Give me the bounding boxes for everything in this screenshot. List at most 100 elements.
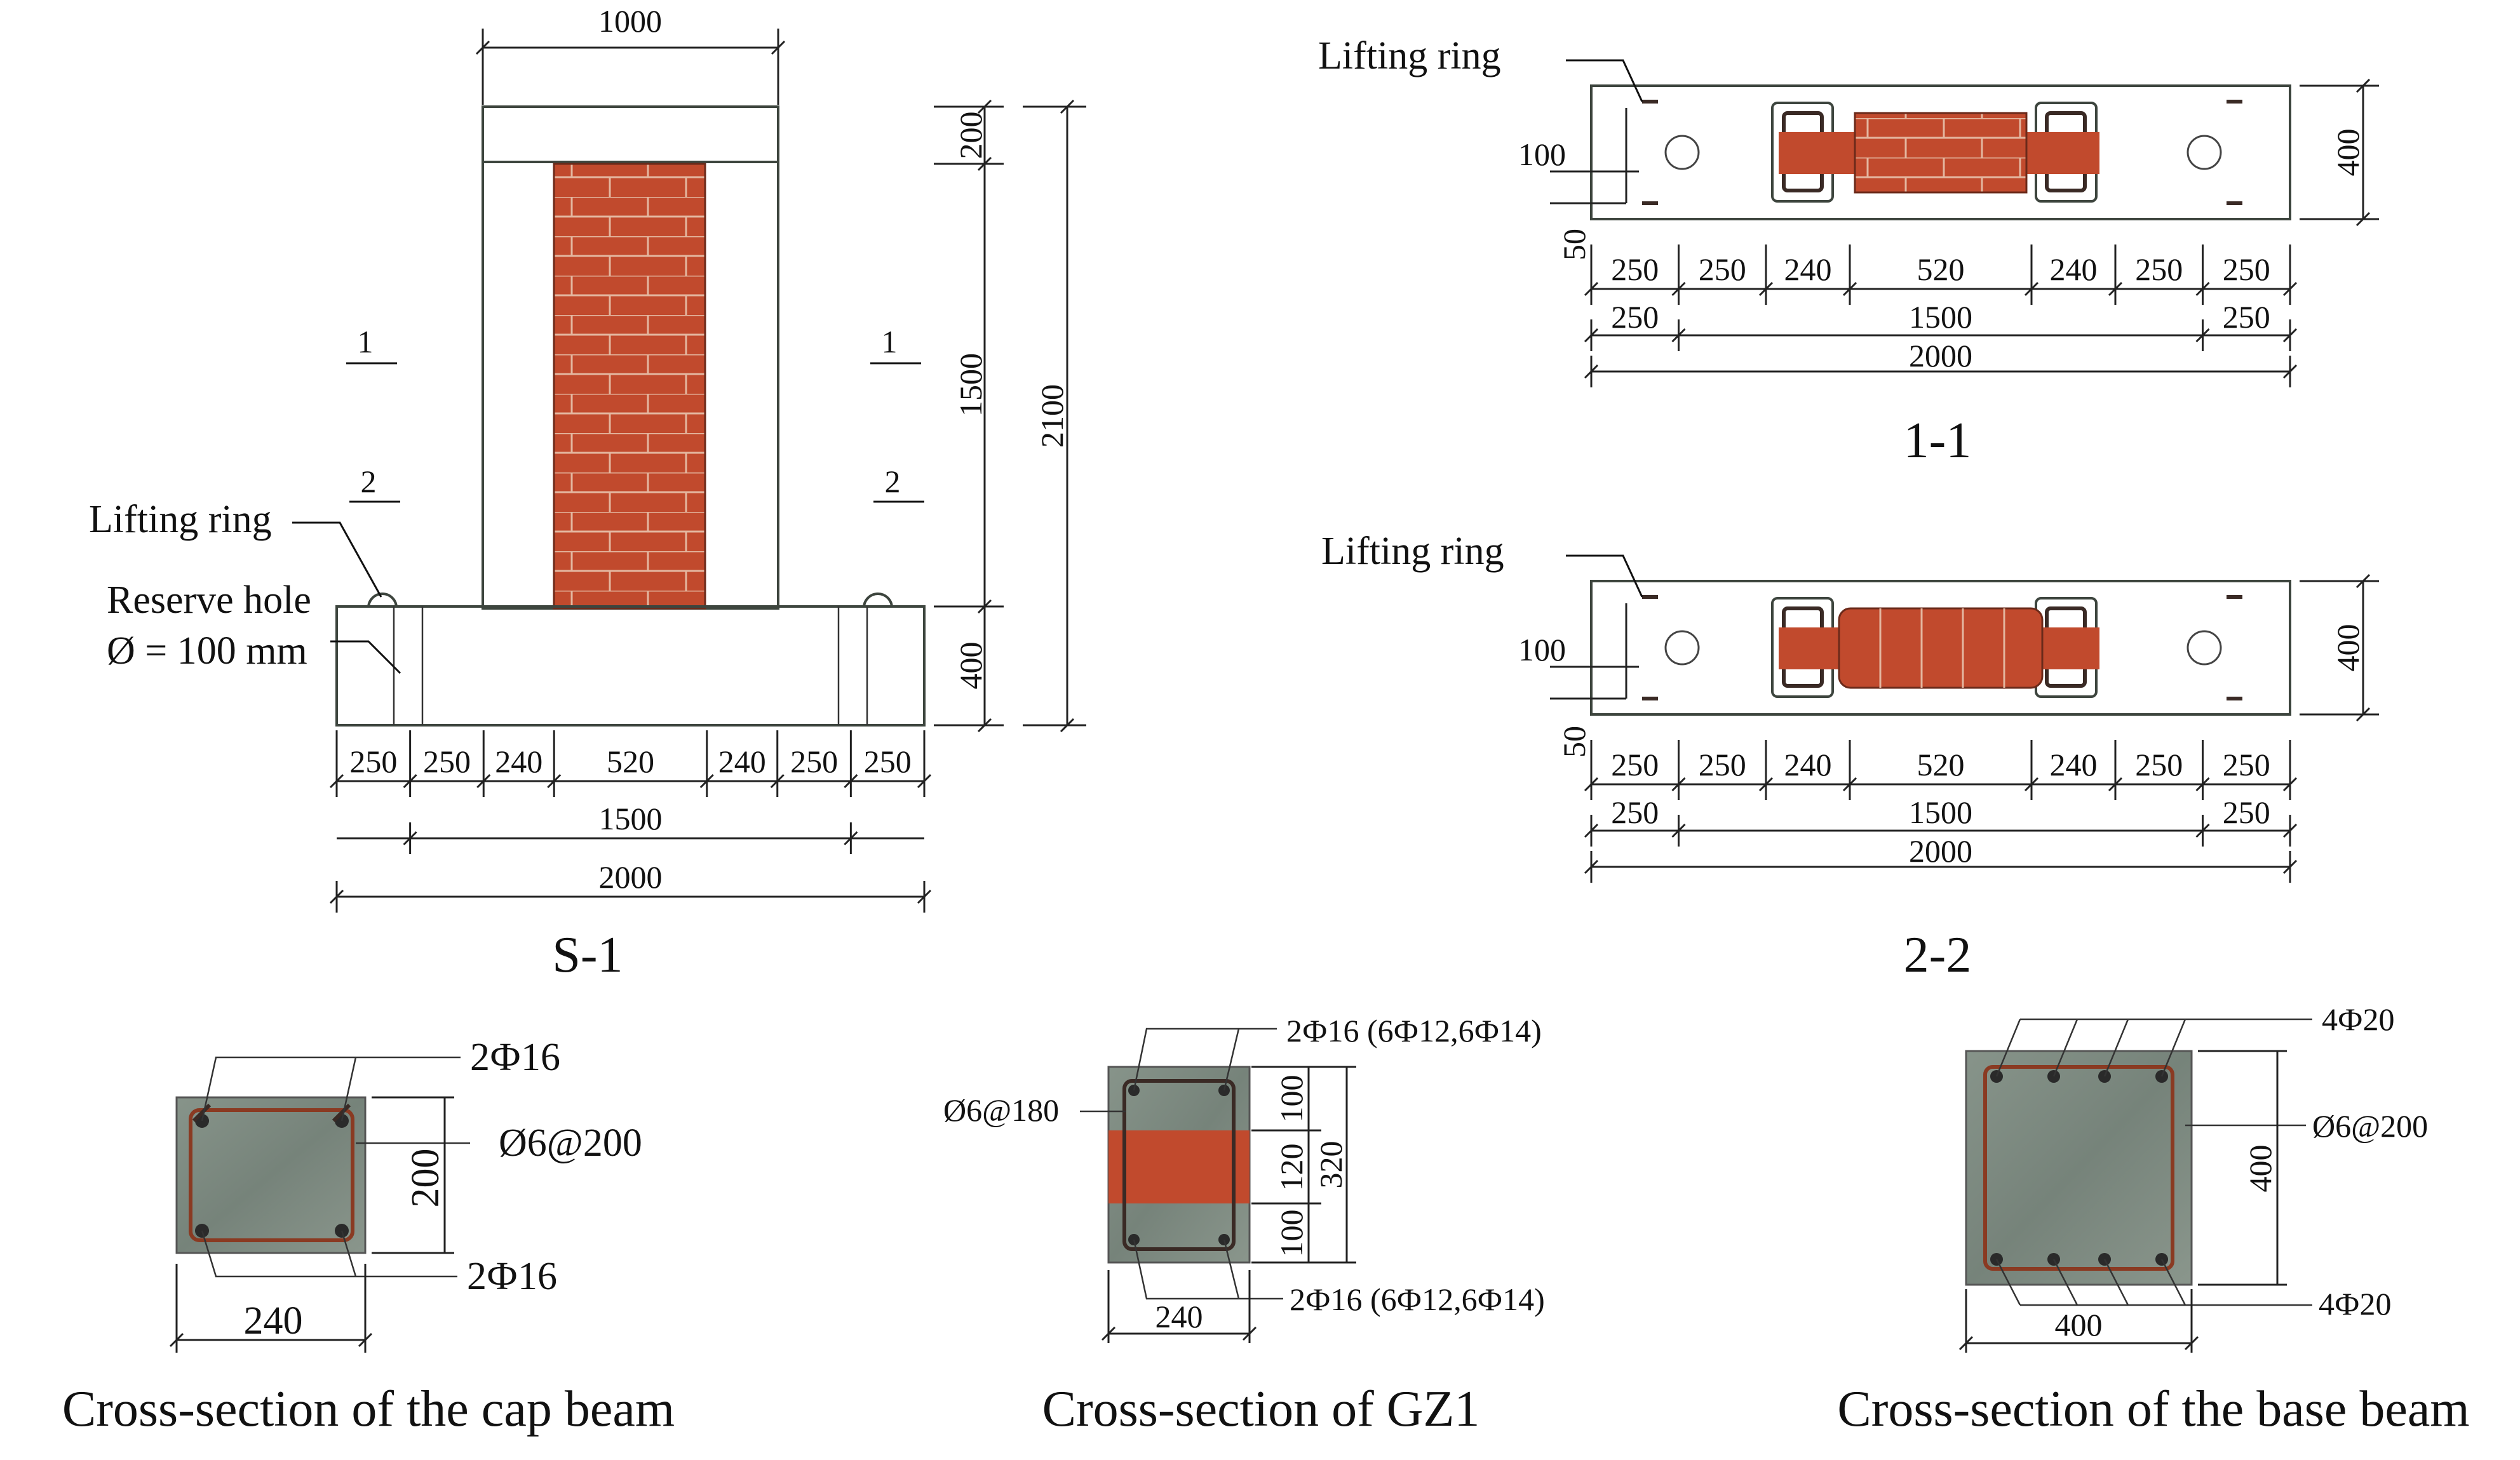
dim-s22-dims-row1-label: 250 — [1699, 747, 1746, 782]
gz1-top-bars: 2Ф16 (6Ф12,6Ф14) — [1286, 1013, 1542, 1048]
s22-lifting-ring-label: Lifting ring — [1321, 530, 1504, 573]
dim-s1-row1-slash — [770, 774, 785, 789]
dim-s22-dims-row2-slash — [2282, 823, 2298, 838]
dim-s22-dims-row1-slash — [1584, 777, 1599, 792]
dim-s22-dims-row2-label: 1500 — [1909, 794, 1972, 830]
s1-section-mark-2-left: 2 — [361, 464, 377, 499]
s22-reserve-hole-right — [2186, 630, 2222, 666]
gz1-bottom-bars: 2Ф16 (6Ф12,6Ф14) — [1290, 1282, 1545, 1317]
s11-base-beam — [1590, 84, 2291, 220]
gz1-section: 2Ф16 (6Ф12,6Ф14) Ø6@180 2Ф16 (6Ф12,6Ф14)… — [943, 1013, 1545, 1437]
s1-caption: S-1 — [552, 927, 623, 983]
dim-s11-dims-row2-label: 250 — [2223, 299, 2270, 335]
dim-s11-dims-row2-slash — [1671, 328, 1686, 343]
s11-reserve-hole-left — [1664, 135, 1700, 170]
dim-s1-row1-slash — [699, 774, 714, 789]
dim-s22-dims-row3-slash — [2282, 859, 2298, 874]
s1-lifting-ring-right — [863, 593, 893, 608]
base-beam-stirrup-label: Ø6@200 — [2312, 1108, 2428, 1144]
s1-reserve-hole-diameter: Ø = 100 mm — [107, 629, 307, 673]
gz1-dim-top: 100 — [1274, 1075, 1309, 1123]
gz1-brick-band — [1108, 1130, 1250, 1203]
s11-dim-left: 100 — [1518, 137, 1566, 172]
dim-s1-row3-label: 2000 — [599, 859, 663, 895]
dim-s11-dims-row3-label: 2000 — [1909, 338, 1972, 373]
base-beam-stirrup — [1983, 1065, 2174, 1271]
s1-lifting-ring-left — [367, 593, 398, 608]
cap-beam-stirrup-label: Ø6@200 — [499, 1122, 642, 1165]
dim-s1-row1-slash — [476, 774, 491, 789]
s22-base-beam — [1590, 580, 2291, 716]
s22-reserve-hole-left — [1664, 630, 1700, 666]
cap-beam-dim-width: 240 — [244, 1299, 303, 1343]
s22-dim-left: 100 — [1518, 632, 1566, 667]
dim-s11-dims-row2-slash — [2195, 328, 2210, 343]
cap-beam-section: 2Ф16 Ø6@200 2Ф16 200 240 Cross-section o… — [62, 1036, 675, 1437]
gz1-stirrup-label: Ø6@180 — [943, 1092, 1059, 1128]
s1-section-mark-2-right: 2 — [885, 464, 901, 499]
dim-s1-row1-label: 520 — [607, 744, 654, 779]
cap-beam-caption: Cross-section of the cap beam — [62, 1381, 675, 1437]
dim-s1-row1-label: 240 — [495, 744, 542, 779]
dim-s11-dims-row1-slash — [2195, 281, 2210, 297]
dim-s22-dims-row2-slash — [1584, 823, 1599, 838]
dim-s22-dims-row1-label: 250 — [2223, 747, 2270, 782]
s1-section-mark-1-left: 1 — [358, 324, 374, 359]
dim-s11-dims-row1-slash — [1842, 281, 1857, 297]
dim-s11-dims-row1-label: 250 — [1611, 251, 1659, 287]
s1-dim-top-width: 1000 — [598, 3, 662, 39]
cap-beam-bottom-bars: 2Ф16 — [467, 1255, 557, 1298]
dim-s22-dims-row1-slash — [1758, 777, 1774, 792]
dim-s11-dims-row1-label: 240 — [2050, 251, 2098, 287]
dim-s1-row3-slash — [917, 889, 932, 904]
dim-s22-dims-row1-label: 250 — [1611, 747, 1659, 782]
gz1-stirrup — [1122, 1079, 1236, 1251]
dim-s22-dims-row1-slash — [2108, 777, 2123, 792]
dim-s22-dims-row2-label: 250 — [1611, 794, 1659, 830]
dim-s11-dims-row1-label: 250 — [2135, 251, 2183, 287]
dim-s11-dims-row1-label: 240 — [1784, 251, 1832, 287]
dim-s11-dims-row1-slash — [1758, 281, 1774, 297]
dim-s22-dims-row1-label: 250 — [2135, 747, 2183, 782]
dim-s11-dims-row1-label: 250 — [1699, 251, 1746, 287]
s1-dim-total-height: 2100 — [1034, 384, 1070, 448]
dim-s22-dims-row1-slash — [2282, 777, 2298, 792]
s11-reserve-hole-right — [2186, 135, 2222, 170]
s22-brick-core — [1838, 607, 2044, 689]
dim-s11-dims-row2-label: 250 — [1611, 299, 1659, 335]
base-beam-bottom-bars: 4Ф20 — [2319, 1286, 2392, 1322]
dim-s11-dims-row1-label: 250 — [2223, 251, 2270, 287]
dim-s11-dims-row1-slash — [2282, 281, 2298, 297]
gz1-caption: Cross-section of GZ1 — [1042, 1381, 1480, 1437]
dim-s11-dims-row2-slash — [2282, 328, 2298, 343]
dim-s22-dims-row1-slash — [2195, 777, 2210, 792]
dim-s22-dims-row3-slash — [1584, 859, 1599, 874]
dim-s1-row1-label: 250 — [864, 744, 912, 779]
dim-s22-dims-row1-label: 240 — [1784, 747, 1832, 782]
s11-lifting-ring-label: Lifting ring — [1318, 34, 1501, 77]
dim-s1-row3-slash — [329, 889, 344, 904]
dim-s11-dims-row1-label: 520 — [1917, 251, 1965, 287]
dim-s22-dims-row1-label: 520 — [1917, 747, 1965, 782]
dim-s11-dims-row1-slash — [2108, 281, 2123, 297]
dim-s11-dims-row1-slash — [1671, 281, 1686, 297]
s22-dim-left-small: 50 — [1556, 726, 1592, 758]
gz1-dim-bot: 100 — [1274, 1210, 1309, 1257]
cap-beam-dim-height: 200 — [404, 1149, 447, 1208]
dim-s22-dims-row1-label: 240 — [2050, 747, 2098, 782]
s1-dim-wall-height: 1500 — [953, 353, 988, 417]
dim-s1-row1-label: 250 — [349, 744, 397, 779]
gz1-dim-total: 320 — [1313, 1141, 1349, 1189]
dim-s1-row1-slash — [844, 774, 858, 789]
dim-s1-row1-label: 240 — [718, 744, 766, 779]
dim-s1-row1-label: 250 — [423, 744, 471, 779]
base-beam-body — [1965, 1050, 2193, 1286]
dim-s1-row1-label: 250 — [790, 744, 838, 779]
s22-caption: 2-2 — [1904, 927, 1972, 983]
